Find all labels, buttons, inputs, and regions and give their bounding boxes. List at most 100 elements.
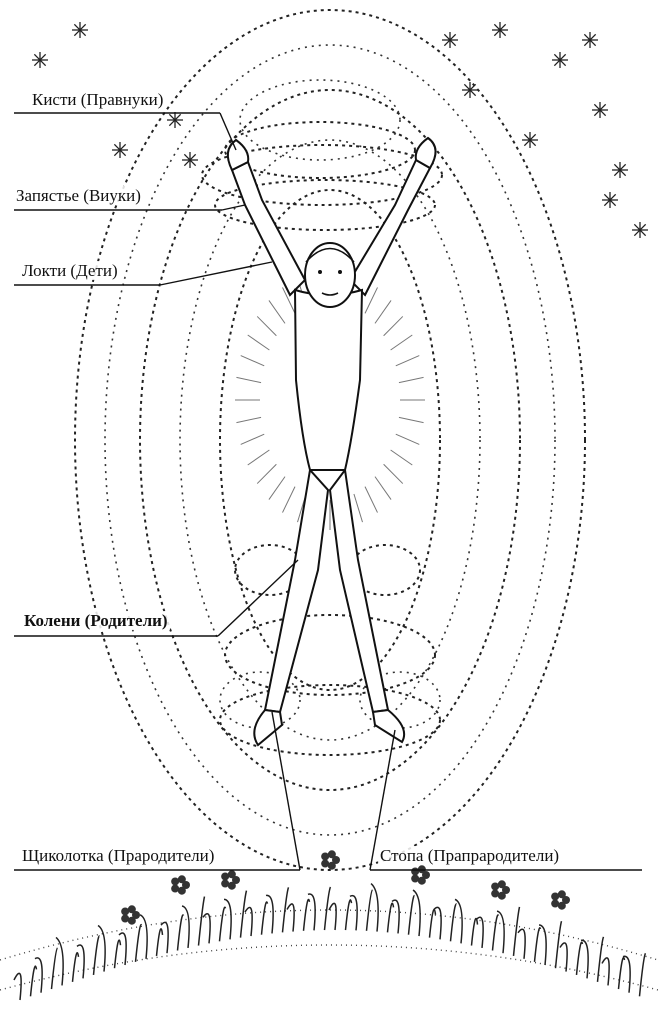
flower-petal: [177, 875, 186, 884]
label-hands: Кисти (Правнуки): [30, 90, 166, 109]
flower-petal: [417, 876, 426, 885]
star-mark: [443, 33, 457, 47]
flower-petal: [227, 881, 236, 890]
flower-petal: [411, 874, 420, 883]
star-mark: [633, 223, 647, 237]
grass-blade: [559, 942, 568, 972]
leader-lines: [14, 112, 642, 871]
flower-petal: [417, 865, 426, 874]
grass-blade: [55, 936, 64, 986]
grass-blade: [97, 924, 106, 972]
flower-petal: [551, 892, 560, 901]
flower-petal: [121, 914, 130, 923]
flower-petal: [327, 861, 336, 870]
aura-ring: [104, 44, 556, 836]
label-elbows: Локти (Дети): [20, 261, 120, 280]
human-figure: [226, 136, 437, 747]
flower-petal: [562, 896, 570, 904]
star-mark: [583, 33, 597, 47]
star-field: [32, 22, 648, 238]
grass-blade: [118, 932, 127, 966]
grass-blade: [370, 882, 379, 932]
radiance-ray: [240, 355, 265, 367]
flower-petal: [171, 877, 180, 886]
aura-ring: [219, 189, 441, 691]
knee-foot-loops: [219, 544, 441, 756]
star-mark: [613, 163, 627, 177]
radiance-ray: [383, 316, 404, 337]
radiance-ray: [390, 449, 413, 466]
grass-blade: [580, 939, 589, 979]
star-mark: [593, 103, 607, 117]
radiance-ray: [398, 416, 424, 424]
grass-blade: [13, 972, 22, 1001]
flower-petal: [551, 899, 560, 908]
grass-blade: [307, 893, 316, 931]
flower-petal: [182, 881, 190, 889]
flower-petal: [321, 852, 330, 861]
grass-blade: [244, 906, 253, 937]
grass-blade: [512, 906, 521, 957]
flower-petal: [321, 859, 330, 868]
grass-blade: [76, 944, 85, 979]
grass-blade: [218, 906, 227, 942]
flower-petal: [127, 905, 136, 914]
grass-blade: [197, 896, 206, 946]
grass-blade: [596, 936, 605, 982]
star-mark: [168, 113, 182, 127]
grass-blade: [155, 928, 164, 957]
radiance-ray: [247, 334, 270, 351]
label-ankle: Щиколотка (Прародители): [20, 846, 217, 865]
grass-blade: [538, 924, 547, 966]
grass-blade: [622, 955, 631, 993]
radiance-ray: [282, 486, 296, 513]
grass-blade: [491, 914, 500, 951]
grass-blade: [239, 890, 248, 938]
flower-petal: [232, 876, 240, 884]
grass-blade: [601, 957, 610, 986]
radiance-ray: [364, 287, 378, 314]
grass-blade: [454, 898, 463, 944]
flower-petal: [221, 879, 230, 888]
grass-blade: [470, 917, 479, 946]
grass-blade: [281, 887, 290, 933]
flower-petal: [491, 889, 500, 898]
grass-blade: [391, 899, 400, 934]
flower-petal: [497, 891, 506, 900]
flower-petal: [132, 911, 140, 919]
radiance-ray: [383, 463, 404, 484]
body-radiance: [235, 270, 425, 530]
star-mark: [463, 83, 477, 97]
grass-blade: [260, 901, 269, 935]
grass-blade: [349, 894, 358, 931]
grass-blade: [554, 921, 563, 969]
radiance-ray: [353, 493, 363, 523]
radiance-ray: [390, 334, 413, 351]
label-knees: Колени (Родители): [22, 611, 170, 630]
radiance-ray: [364, 486, 378, 513]
grass-blade: [328, 902, 337, 931]
grass-blade: [160, 921, 169, 954]
aura-ring: [74, 9, 586, 871]
grass-blade: [365, 889, 374, 931]
grass-blade: [113, 939, 122, 969]
star-mark: [113, 143, 127, 157]
grass-blade: [575, 941, 584, 975]
grass-blade: [50, 947, 59, 990]
flower-petal: [502, 886, 510, 894]
radiance-ray: [374, 300, 392, 324]
radiance-ray: [282, 287, 296, 314]
grass-blade: [386, 902, 395, 933]
grass-blade: [344, 899, 353, 931]
radiance-ray: [256, 463, 277, 484]
grass-blade: [407, 894, 416, 935]
radiance-ray: [374, 476, 392, 500]
grass-blade: [29, 965, 38, 997]
ground-grass: [0, 850, 658, 1001]
aura-rings: [74, 9, 586, 871]
radiance-ray: [395, 433, 420, 445]
grass-blade: [181, 905, 190, 949]
flower-petal: [171, 884, 180, 893]
grass-blade: [71, 952, 80, 982]
grass-blade: [134, 924, 143, 962]
